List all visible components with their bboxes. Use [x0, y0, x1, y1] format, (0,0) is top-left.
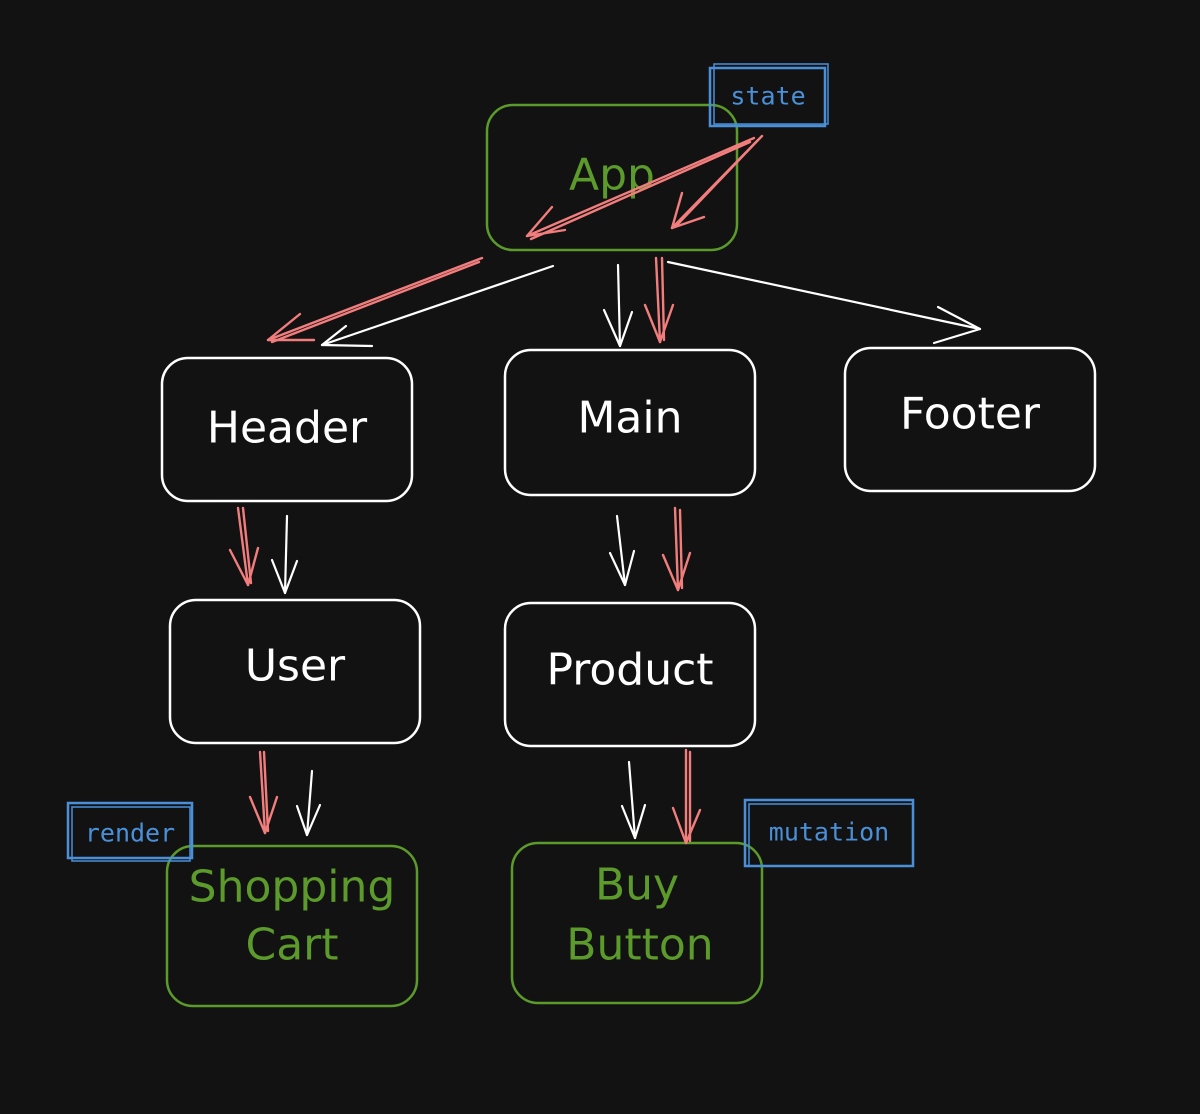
tag-render-label: render — [85, 819, 175, 848]
arrow-state-to-app-right — [670, 134, 764, 230]
arrow-app-to-main — [602, 263, 634, 348]
arrow-user-to-shopping-cart — [295, 769, 322, 837]
arrow-state-to-app-left — [525, 136, 756, 241]
node-buy-button-line2: Button — [566, 920, 713, 971]
arrow-product-to-buy-button-red — [671, 748, 702, 845]
arrow-main-to-product — [608, 514, 636, 587]
node-footer: Footer — [843, 346, 1097, 493]
tag-state-label: state — [730, 82, 805, 111]
node-header-label: Header — [207, 403, 368, 454]
node-buy-button-line1: Buy — [595, 860, 679, 911]
tag-mutation: mutation — [743, 798, 915, 868]
node-header: Header — [160, 356, 414, 503]
node-user: User — [168, 598, 422, 745]
tag-mutation-label: mutation — [769, 818, 889, 847]
arrow-user-to-shopping-cart-red — [248, 750, 279, 835]
arrow-header-to-user — [270, 514, 299, 595]
node-shopping-cart: Shopping Cart — [165, 844, 419, 1008]
node-main: Main — [503, 348, 757, 497]
arrow-header-to-user-red — [228, 506, 260, 587]
tag-state: state — [708, 63, 829, 128]
node-app: App — [485, 103, 739, 252]
node-footer-label: Footer — [900, 389, 1041, 440]
node-app-label: App — [569, 150, 655, 201]
node-user-label: User — [245, 641, 346, 692]
arrow-app-to-header — [320, 264, 555, 348]
arrow-product-to-buy-button — [620, 760, 647, 840]
node-shopping-cart-line1: Shopping — [189, 862, 396, 913]
node-buy-button: Buy Button — [510, 841, 764, 1005]
node-shopping-cart-line2: Cart — [245, 920, 338, 971]
node-main-label: Main — [577, 393, 682, 444]
node-product-label: Product — [546, 645, 713, 696]
tag-render: render — [66, 801, 194, 862]
arrow-app-to-footer — [666, 260, 982, 345]
arrow-main-to-product-red — [661, 506, 692, 592]
arrow-app-to-main-red — [643, 256, 675, 344]
node-product: Product — [503, 601, 757, 748]
arrow-app-to-header-red — [266, 256, 484, 344]
